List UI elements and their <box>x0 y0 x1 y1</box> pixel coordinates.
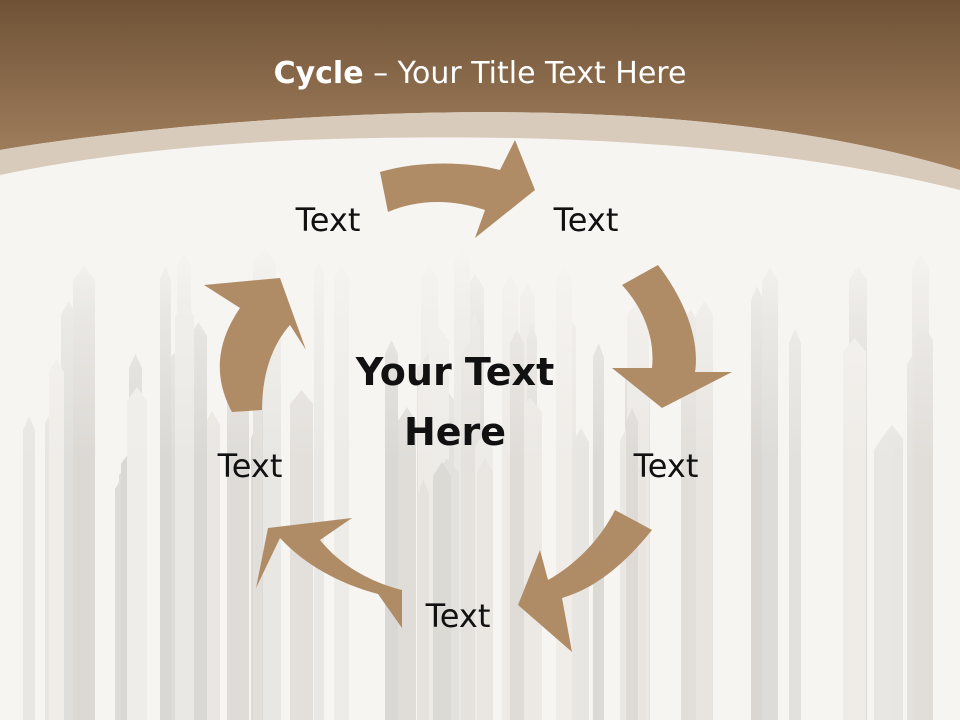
label-bottom: Text <box>425 597 491 635</box>
cycle-arrow-left <box>204 278 306 412</box>
header-swoosh <box>0 112 960 190</box>
label-left: Text <box>217 447 283 485</box>
title-bold: Cycle <box>273 56 364 91</box>
label-right: Text <box>633 447 699 485</box>
header-band <box>0 0 960 170</box>
cycle-arrow-bottom-right <box>518 510 652 652</box>
center-text-line1: Your Text <box>355 350 555 394</box>
center-text-line2: Here <box>403 410 507 454</box>
cycle-arrow-top <box>380 140 535 238</box>
cycle-arrow-bottom-left <box>256 518 402 628</box>
slide-title: Cycle – Your Title Text Here <box>0 52 960 96</box>
cycle-arrows <box>204 140 732 652</box>
label-top-left: Text <box>295 201 361 239</box>
title-rest: – Your Title Text Here <box>363 56 687 91</box>
cycle-arrow-right <box>612 265 732 408</box>
label-top-right: Text <box>553 201 619 239</box>
center-text: Your Text Here <box>305 342 605 462</box>
